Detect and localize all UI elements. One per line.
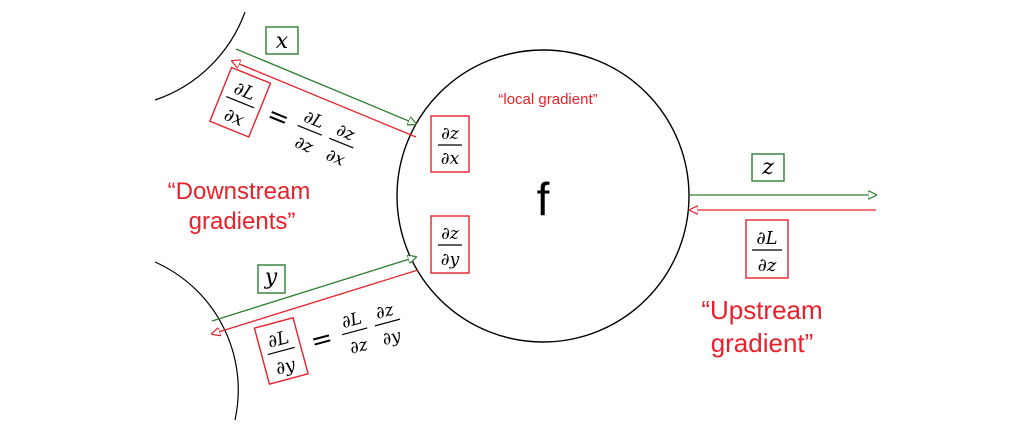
numerator-var: L: [347, 308, 364, 331]
forward-y-arrow: [211, 257, 416, 322]
output-z-box: z: [751, 153, 785, 182]
upstream-node-bottom-arc: [154, 261, 239, 421]
local-gradient-label: “local gradient”: [498, 91, 597, 108]
svg-text:∂L: ∂L: [340, 308, 365, 333]
upstream-node-top-arc: [154, 11, 246, 101]
svg-text:∂y: ∂y: [380, 326, 403, 350]
partial-symbol: ∂: [756, 228, 765, 249]
upstream-label-line2: gradient”: [711, 328, 814, 358]
input-y-box: y: [257, 264, 286, 294]
local-gradient-dz-dx: ∂z ∂x: [430, 115, 470, 173]
denominator-var: y: [449, 250, 460, 270]
partial-symbol: ∂: [441, 224, 450, 244]
denominator-var: x: [450, 149, 460, 169]
upstream-label-line1: “Upstream: [701, 295, 822, 325]
node-f-label: f: [537, 173, 550, 225]
input-x-box: x: [265, 26, 299, 55]
upstream-gradient-dL-dz: ∂L ∂z: [745, 219, 789, 279]
equals-sign: =: [262, 100, 293, 136]
forward-x-arrow: [235, 48, 416, 124]
svg-text:∂z: ∂z: [758, 255, 777, 276]
svg-text:∂L: ∂L: [265, 327, 291, 353]
numerator-var: z: [449, 224, 460, 244]
denominator-var: z: [766, 255, 777, 276]
downstream-label-line2: gradients”: [189, 208, 296, 235]
partial-symbol: ∂: [758, 255, 767, 276]
svg-text:∂z: ∂z: [373, 300, 396, 324]
svg-text:∂y: ∂y: [441, 250, 460, 270]
downstream-label-line1: “Downstream: [168, 178, 311, 205]
svg-text:∂L: ∂L: [301, 107, 327, 133]
svg-text:∂x: ∂x: [323, 145, 348, 171]
input-x-label: x: [276, 29, 289, 54]
backward-x-arrow: [232, 61, 417, 138]
svg-text:∂z: ∂z: [441, 224, 460, 244]
numerator-var: L: [765, 228, 778, 249]
node-f-circle: [396, 49, 690, 343]
partial-symbol: ∂: [441, 149, 450, 169]
input-y-label: y: [264, 265, 278, 290]
equals-sign: =: [307, 323, 336, 358]
numerator-var: z: [449, 124, 460, 144]
svg-text:∂x: ∂x: [441, 149, 460, 169]
partial-symbol: ∂: [441, 124, 450, 144]
numerator-var: L: [273, 327, 291, 351]
svg-text:∂z: ∂z: [441, 124, 460, 144]
svg-text:∂L: ∂L: [756, 228, 777, 249]
local-gradient-dz-dy: ∂z ∂y: [430, 215, 470, 274]
svg-text:∂z: ∂z: [292, 133, 317, 159]
svg-text:∂z: ∂z: [348, 335, 371, 359]
output-z-label: z: [761, 155, 774, 180]
downstream-gradient-y-equation: ∂L ∂y = ∂L ∂z ∂z ∂y: [253, 300, 404, 386]
partial-symbol: ∂: [441, 250, 450, 270]
backward-y-arrow: [212, 269, 419, 334]
